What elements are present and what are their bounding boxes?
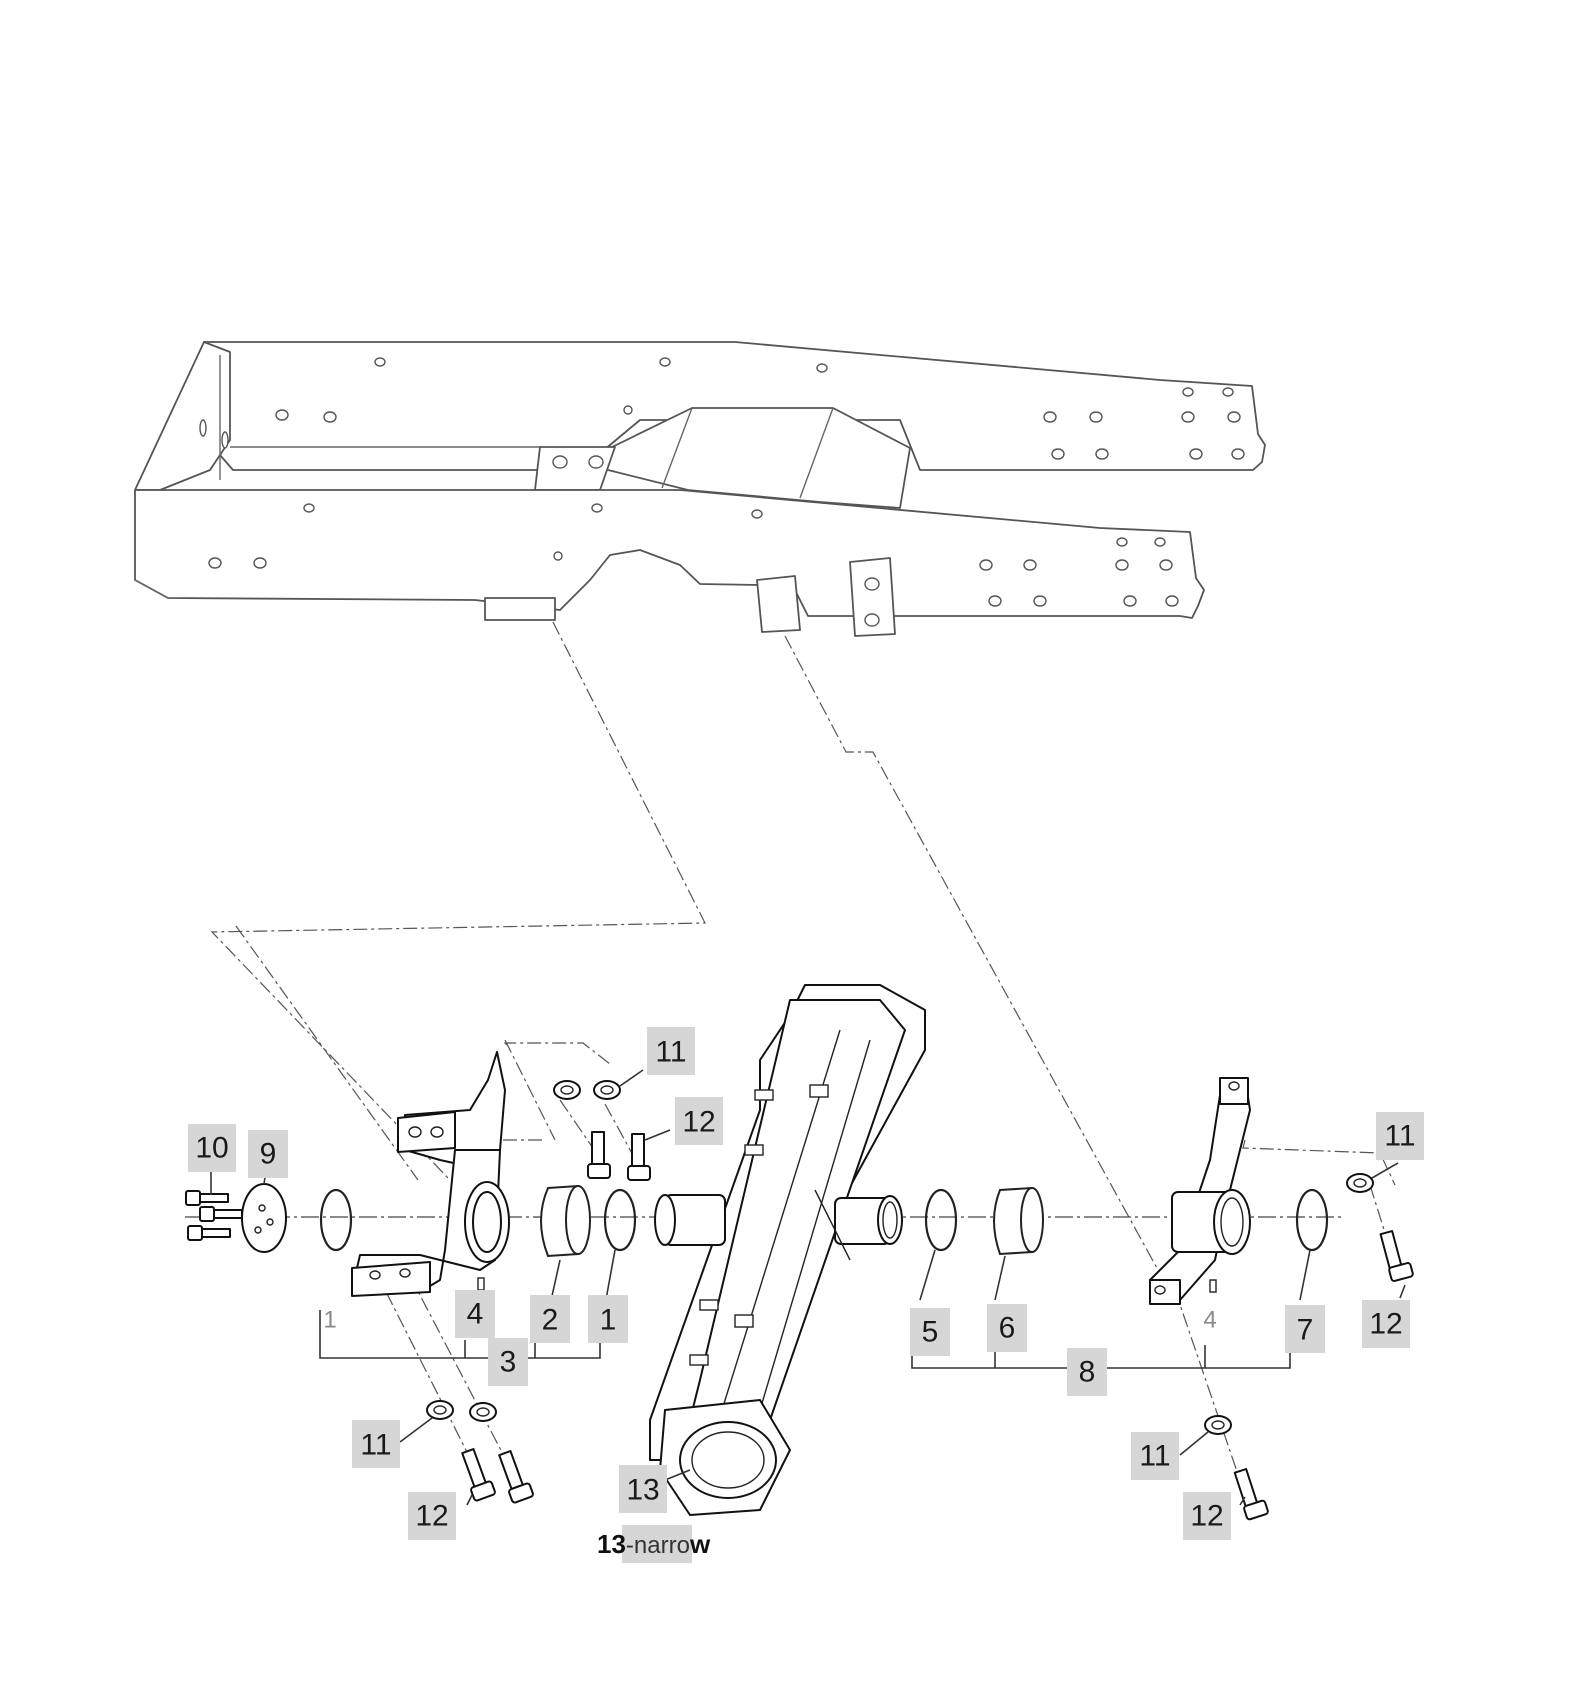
- svg-text:11: 11: [1384, 1120, 1415, 1153]
- plain-label-1: 1: [323, 1307, 336, 1334]
- o-ring-1-left: [319, 1188, 353, 1252]
- frame-mount-block-left: [484, 597, 556, 621]
- svg-text:11: 11: [655, 1036, 686, 1069]
- svg-text:5: 5: [922, 1316, 939, 1349]
- washers: [426, 1080, 1374, 1435]
- svg-text:7: 7: [1297, 1314, 1314, 1347]
- callout-1-o-ring: 1: [588, 1295, 628, 1343]
- variant-label: 13-narrow: [597, 1529, 711, 1559]
- svg-text:12: 12: [1190, 1500, 1223, 1533]
- plate-screws: [185, 1190, 243, 1241]
- svg-text:9: 9: [260, 1138, 277, 1171]
- callout-11-bottom-left-washers: 11: [352, 1420, 400, 1468]
- frame-step-block: [534, 446, 616, 491]
- frame-rear-rail: [203, 341, 1266, 471]
- frame-mount-block-right: [849, 557, 896, 637]
- bushing-2: [540, 1184, 591, 1258]
- callout-2-bushing: 2: [530, 1295, 570, 1343]
- svg-text:11: 11: [1139, 1440, 1170, 1473]
- frame-assembly: [134, 341, 1266, 637]
- frame-center-cover: [599, 407, 911, 509]
- callout-12-right-bolt-upper: 12: [1362, 1300, 1410, 1348]
- callout-5-o-ring: 5: [910, 1308, 950, 1356]
- bolts: [461, 1131, 1414, 1521]
- callout-13-axle-housing: 13: [619, 1465, 667, 1513]
- svg-text:8: 8: [1079, 1356, 1096, 1389]
- plain-label-4: 4: [1203, 1307, 1216, 1334]
- bushing-6: [993, 1186, 1044, 1256]
- callout-8-right-bracket-assembly: 8: [1067, 1348, 1107, 1396]
- svg-text:12: 12: [1369, 1308, 1402, 1341]
- callout-11-right-washer-lower: 11: [1131, 1432, 1179, 1480]
- callout-12-top-left-bolts: 12: [675, 1097, 723, 1145]
- o-ring-1-mid: [603, 1188, 637, 1252]
- callout-11-right-washer-upper: 11: [1376, 1112, 1424, 1160]
- svg-text:11: 11: [360, 1429, 391, 1462]
- svg-text:13: 13: [626, 1474, 659, 1507]
- svg-text:2: 2: [542, 1304, 559, 1337]
- callout-11-top-left-washers: 11: [647, 1027, 695, 1075]
- svg-text:12: 12: [682, 1106, 715, 1139]
- variant-label-highlight: [622, 1525, 692, 1563]
- callout-3-left-bracket-assembly: 3: [488, 1338, 528, 1386]
- callout-7-o-ring: 7: [1285, 1305, 1325, 1353]
- callout-4-left-grease-nipple: 4: [455, 1290, 495, 1338]
- retainer-plate: [241, 1183, 287, 1253]
- svg-text:1: 1: [600, 1304, 617, 1337]
- frame-mount-block-mid: [756, 575, 801, 633]
- o-ring-5: [924, 1188, 958, 1252]
- left-bracket: [351, 1051, 510, 1297]
- callout-6-bushing: 6: [987, 1304, 1027, 1352]
- callout-10-screws: 10: [188, 1124, 236, 1172]
- svg-text:10: 10: [195, 1132, 228, 1165]
- svg-text:4: 4: [467, 1298, 484, 1331]
- callout-12-right-bolt-lower: 12: [1183, 1492, 1231, 1540]
- callouts: 11 12 10 9 11 4 2 1: [188, 1027, 1424, 1540]
- right-bracket: [1149, 1077, 1251, 1305]
- svg-text:3: 3: [500, 1346, 517, 1379]
- axle-housing: [649, 984, 926, 1516]
- o-ring-7: [1295, 1188, 1329, 1252]
- callout-9-plate: 9: [248, 1130, 288, 1178]
- frame-holes: [199, 357, 1245, 627]
- callout-12-bottom-left-bolts: 12: [408, 1492, 456, 1540]
- frame-end-plate: [134, 341, 231, 491]
- svg-text:6: 6: [999, 1312, 1016, 1345]
- svg-text:12: 12: [415, 1500, 448, 1533]
